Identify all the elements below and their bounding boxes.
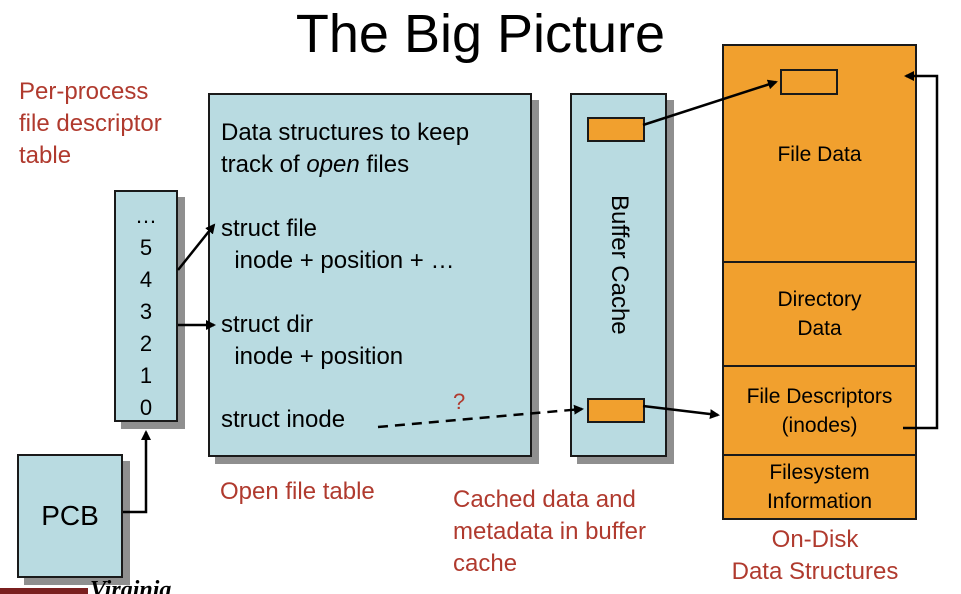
arrow-cache-to-inodes [642,404,720,420]
struct-file-entry: struct file inode + position + … [221,215,455,274]
arrow-inodes-to-file-data [903,71,939,430]
per-process-fd-table-label: Per-process file descriptor table [19,78,162,169]
page-title: The Big Picture [295,4,666,64]
buffer-cache-panel: Buffer Cache [570,93,667,457]
struct-inode-entry: struct inode [221,406,346,433]
arrow-inode-to-cache [377,404,584,429]
fd-entry: 5 [139,235,153,260]
disk-data-block [780,69,838,95]
footer-bar [0,588,88,594]
fd-entry: 3 [139,299,153,324]
fd-entry: 1 [139,363,153,388]
disk-directory-data: Directory Data [724,263,915,367]
open-file-table-label: Open file table [220,478,375,505]
footer-logo: Virginia [90,578,172,594]
buffer-cache-label: Buffer Cache [606,195,633,335]
cached-data-label: Cached data and metadata in buffer cache [453,486,647,577]
arrow-fd-to-struct-file [177,223,216,271]
disk-filesystem-info: Filesystem Information [766,461,873,513]
open-file-table-intro: Data structures to keep track of open fi… [221,119,470,178]
arrow-pcb-to-fd [123,430,151,514]
struct-dir-entry: struct dir inode + position [221,311,404,370]
disk-file-data: File Data [724,46,915,263]
fd-entry: 0 [139,395,153,420]
pcb-box: PCB [17,454,123,578]
question-mark: ? [453,389,466,414]
fd-entry: 4 [139,267,153,292]
cache-block-data [587,117,645,142]
fd-entry: … [135,203,157,228]
fd-table-entries: … 5 4 3 2 1 0 [116,200,176,424]
arrow-cache-to-file-data [642,79,778,127]
cache-block-inode [587,398,645,423]
fd-table: … 5 4 3 2 1 0 [114,190,178,422]
on-disk-label: On-Disk Data Structures [731,526,899,585]
pcb-label: PCB [41,500,99,531]
open-file-table-panel: Data structures to keep track of open fi… [208,93,532,457]
fd-entry: 2 [139,331,153,356]
on-disk-structures: File Data Directory Data File Descriptor… [722,44,917,520]
disk-file-descriptors: File Descriptors (inodes) [724,367,915,456]
